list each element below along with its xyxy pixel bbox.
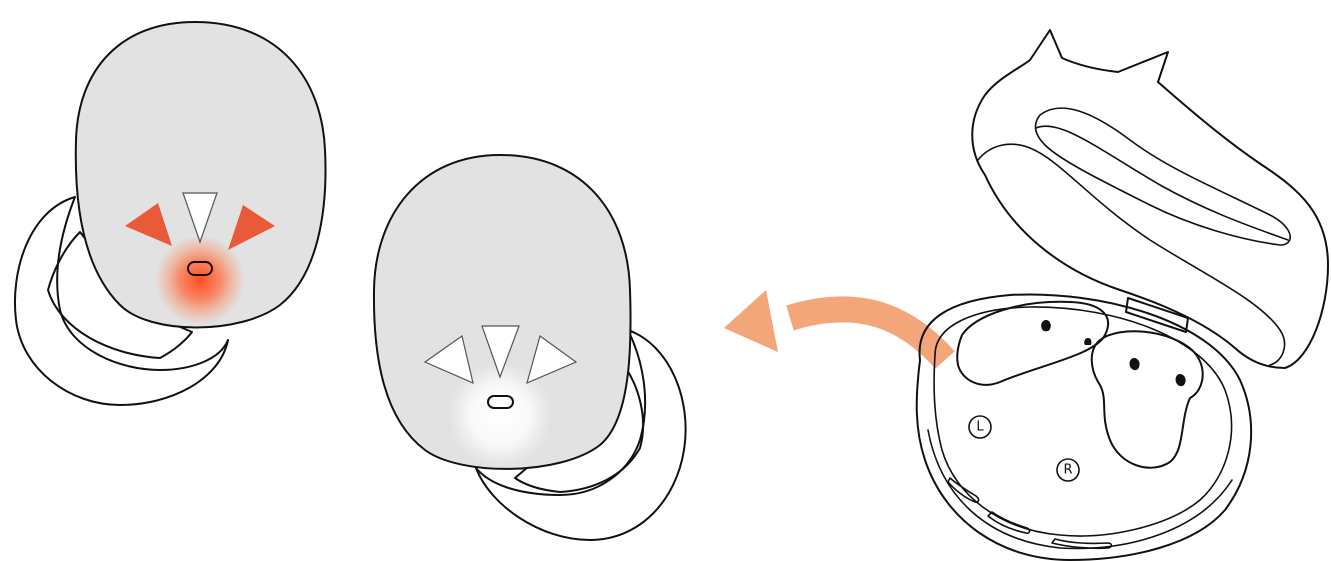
case-right-earbud xyxy=(1090,330,1204,469)
right-earbud-shell xyxy=(372,153,632,470)
case-right-earbud-nozzle-2-icon xyxy=(1175,374,1186,387)
direction-arrow xyxy=(724,290,955,369)
case-vent-1 xyxy=(947,477,980,503)
left-earbud-ray-left-icon xyxy=(125,203,172,246)
case-lid-inner-rim xyxy=(977,143,1286,366)
charging-case: L R xyxy=(915,29,1329,561)
case-left-earbud-nozzle-icon xyxy=(1041,320,1051,332)
left-earbud-ear-tip xyxy=(14,196,229,406)
right-earbud-ray-center-icon xyxy=(481,325,520,379)
case-body-lower-edge xyxy=(927,429,1233,550)
case-lid xyxy=(971,29,1329,369)
right-slot-label: R xyxy=(1063,463,1072,478)
case-left-earbud xyxy=(956,300,1110,386)
case-right-earbud-nozzle-icon xyxy=(1129,358,1140,371)
curved-arrow-left-icon xyxy=(786,296,955,369)
case-body xyxy=(915,293,1253,561)
case-body-top-rim xyxy=(933,306,1233,537)
right-earbud-ray-right-icon xyxy=(526,335,578,385)
right-earbud-ear-tip xyxy=(475,329,687,541)
case-vent-3 xyxy=(1051,538,1113,550)
arrow-head-icon xyxy=(724,290,778,352)
right-slot-marker: R xyxy=(1056,458,1080,482)
left-slot-marker: L xyxy=(968,415,992,439)
left-earbud-stem xyxy=(47,231,193,359)
left-earbud-shell xyxy=(74,20,327,329)
right-earbud-ray-left-icon xyxy=(423,334,474,385)
left-earbud-led-glow xyxy=(155,235,245,325)
left-earbud-ray-right-icon xyxy=(228,205,275,250)
right-earbud-led-icon xyxy=(487,395,514,409)
case-left-earbud-nozzle-2-icon xyxy=(1084,338,1092,345)
case-lid-inner-panel xyxy=(1034,107,1291,246)
case-lid-inner-panel-edge xyxy=(1035,125,1289,241)
right-earbud-led-glow xyxy=(448,363,552,467)
right-earbud xyxy=(372,153,687,541)
left-earbud xyxy=(14,20,327,406)
case-vent-2 xyxy=(987,511,1031,534)
left-earbud-ray-center-icon xyxy=(182,192,218,244)
left-earbud-led-icon xyxy=(187,261,213,276)
left-slot-label: L xyxy=(976,420,984,435)
right-earbud-stem xyxy=(514,359,644,493)
